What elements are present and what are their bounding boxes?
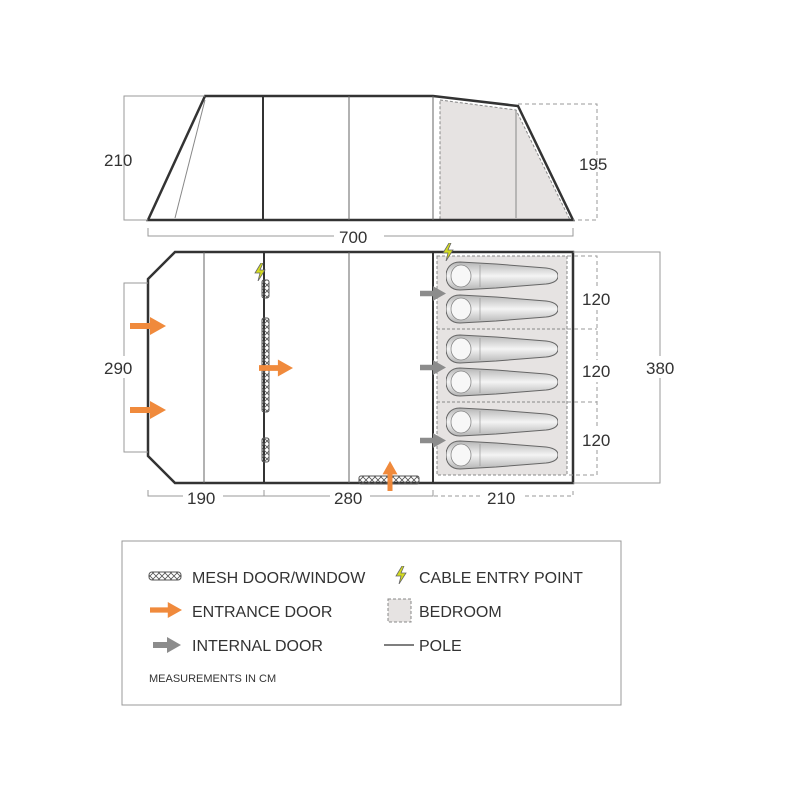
pole [174, 99, 206, 219]
measurement-note: MEASUREMENTS IN CM [149, 673, 276, 685]
bay-2-length: 280 [334, 489, 362, 508]
living-width: 290 [104, 359, 132, 378]
legend-entrance: ENTRANCE DOOR [192, 604, 332, 621]
dim-line-bedrooms [567, 255, 598, 476]
side-height-right: 195 [579, 155, 607, 174]
bedroom-1-width: 120 [582, 290, 610, 309]
mesh-door [261, 317, 270, 413]
side-outline [146, 94, 575, 222]
side-bedroom-area [439, 99, 571, 221]
dim-line-left-height [123, 95, 205, 221]
bay-1-length: 190 [187, 489, 215, 508]
legend-cable: CABLE ENTRY POINT [419, 570, 583, 587]
legend-mesh: MESH DOOR/WINDOW [192, 570, 366, 587]
side-elevation: 210 195 700 [104, 94, 607, 247]
legend: MESH DOOR/WINDOW CABLE ENTRY POINT ENTRA… [121, 540, 622, 706]
mesh-window [261, 437, 270, 463]
overall-width: 380 [646, 359, 674, 378]
mesh-icon [148, 571, 182, 581]
legend-internal: INTERNAL DOOR [192, 638, 323, 655]
overall-length: 700 [339, 228, 367, 247]
floor-plan: 290 380 120 120 120 190 280 210 [100, 243, 686, 508]
legend-pole: POLE [419, 638, 462, 655]
bedroom-zone [436, 255, 568, 476]
bedroom-3-width: 120 [582, 431, 610, 450]
dim-line-bedroom-length [432, 490, 574, 497]
bedroom-2-width: 120 [582, 362, 610, 381]
bedroom-swatch [387, 598, 412, 623]
mesh-window [261, 279, 270, 299]
legend-bedroom: BEDROOM [419, 604, 502, 621]
bedroom-length: 210 [487, 489, 515, 508]
legend-box [121, 540, 622, 706]
dim-line-right-height [518, 103, 598, 221]
side-height-left: 210 [104, 151, 132, 170]
